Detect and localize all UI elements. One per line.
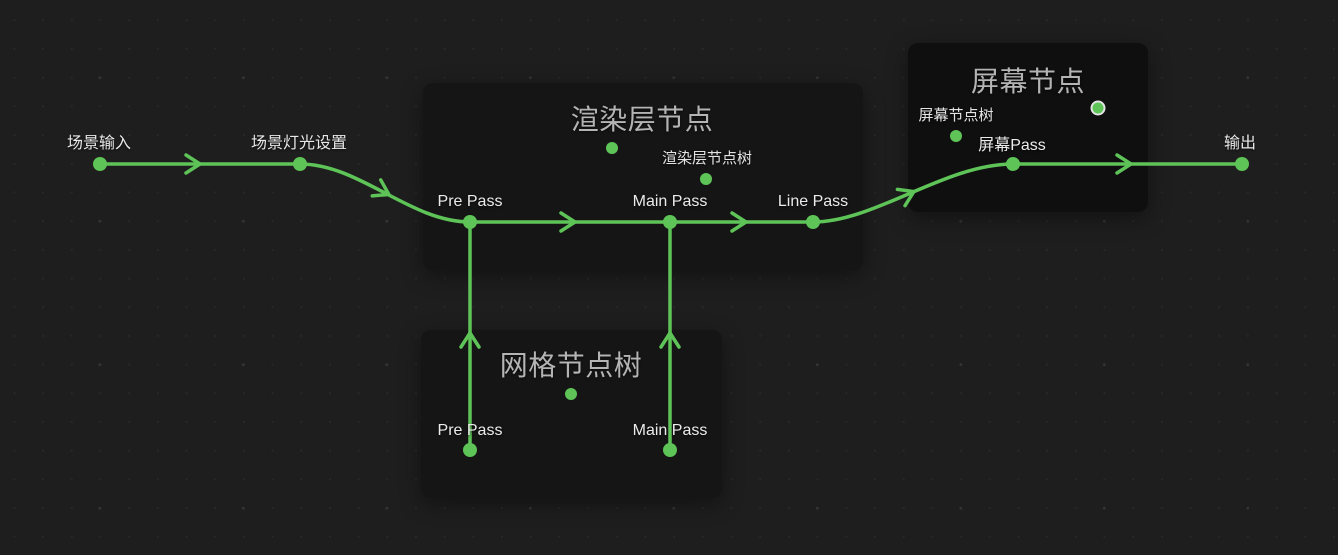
- label-line-pass: Line Pass: [777, 193, 849, 210]
- arrow-right-icon: [184, 153, 202, 175]
- mesh-tree-group-title: 网格节点树: [499, 350, 643, 381]
- label-output: 输出: [1223, 135, 1257, 152]
- node-dot-mesh-tree-title[interactable]: [565, 388, 577, 400]
- edge-scene-light-to-pre-pass: [298, 162, 472, 224]
- label-screen-tree: 屏幕节点树: [918, 107, 994, 124]
- node-dot-render-main-pass[interactable]: [663, 215, 677, 229]
- node-dot-screen-selected[interactable]: [1090, 100, 1106, 116]
- label-mesh-pre-pass: Pre Pass: [437, 422, 503, 439]
- arrow-up-icon: [659, 331, 681, 349]
- node-dot-screen-tree[interactable]: [950, 130, 962, 142]
- node-dot-mesh-main-pass[interactable]: [663, 443, 677, 457]
- render-layer-group-box: [423, 83, 863, 270]
- node-dot-render-pre-pass[interactable]: [463, 215, 477, 229]
- label-render-layer-tree: 渲染层节点树: [661, 150, 753, 167]
- label-render-main-pass: Main Pass: [632, 193, 708, 210]
- edge-line-pass-to-screen-pass: [811, 162, 1015, 224]
- arrow-right-icon: [559, 211, 577, 233]
- arrow-down-right-icon: [370, 178, 391, 198]
- label-render-pre-pass: Pre Pass: [437, 193, 503, 210]
- node-dot-render-layer-title[interactable]: [606, 142, 618, 154]
- screen-group-box: [908, 43, 1148, 212]
- label-screen-pass: 屏幕Pass: [978, 137, 1046, 154]
- render-layer-group-title: 渲染层节点: [570, 104, 714, 135]
- label-scene-input: 场景输入: [66, 135, 132, 152]
- node-dot-scene-light-settings[interactable]: [293, 157, 307, 171]
- node-dot-mesh-pre-pass[interactable]: [463, 443, 477, 457]
- node-dot-line-pass[interactable]: [806, 215, 820, 229]
- node-dot-output[interactable]: [1235, 157, 1249, 171]
- arrow-right-icon: [1115, 153, 1133, 175]
- node-dot-render-layer-tree[interactable]: [700, 173, 712, 185]
- label-mesh-main-pass: Main Pass: [632, 422, 708, 439]
- node-dot-screen-pass[interactable]: [1006, 157, 1020, 171]
- label-scene-light-settings: 场景灯光设置: [250, 135, 348, 152]
- arrow-right-icon: [730, 211, 748, 233]
- node-dot-scene-input[interactable]: [93, 157, 107, 171]
- screen-group-title: 屏幕节点: [970, 66, 1086, 97]
- arrow-up-icon: [459, 331, 481, 349]
- arrow-up-right-icon: [895, 187, 916, 208]
